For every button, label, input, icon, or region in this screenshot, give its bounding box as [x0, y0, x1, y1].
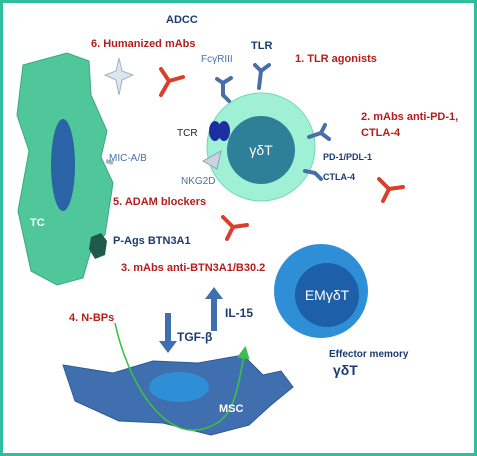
- tumor-nucleus: [51, 119, 75, 211]
- mabs-pd1-label: 2. mAbs anti-PD-1,: [361, 111, 458, 123]
- il15-arrow-icon: [205, 287, 223, 331]
- pags-btn3a1-label: P-Ags BTN3A1: [113, 235, 191, 247]
- humanized-mab-icon: [159, 67, 185, 97]
- diagram-canvas: γδT EMγδT ADCC 6. Hum: [16, 14, 458, 436]
- em-gdt-label: EMγδT: [305, 287, 350, 303]
- effector-memory-label: Effector memory: [329, 349, 409, 360]
- tcr-icon: [209, 121, 221, 141]
- adcc-label: ADCC: [166, 14, 198, 26]
- nbps-label: 4. N-BPs: [69, 312, 114, 324]
- btn3a1-complex-icon: [89, 233, 107, 259]
- tlr-label: TLR: [251, 40, 272, 52]
- msc-label: MSC: [219, 403, 244, 415]
- mabs-btn3a1-label: 3. mAbs anti-BTN3A1/B30.2: [121, 262, 265, 274]
- fcgriii-receptor-icon: [215, 76, 233, 103]
- ctla4-receptor-icon: [303, 169, 323, 181]
- msc-cell: [62, 354, 294, 436]
- tlr-agonists-label: 1. TLR agonists: [295, 53, 377, 65]
- tcr-label: TCR: [177, 128, 198, 139]
- gdt-cell: γδT: [206, 92, 316, 202]
- mic-ab-label: MIC-A/B: [109, 153, 147, 164]
- msc-nucleus: [149, 372, 209, 402]
- em-gdt-cell: EMγδT: [274, 244, 368, 338]
- tlr-receptor-icon: [253, 63, 271, 90]
- mic-star-icon: [103, 57, 135, 96]
- mabs-ctla4-label: CTLA-4: [361, 127, 401, 139]
- il15-label: IL-15: [225, 306, 253, 320]
- nbps-curved-arrow: [114, 322, 250, 431]
- pd1-pdl1-label: PD-1/PDL-1: [323, 152, 372, 162]
- nkg2d-label: NKG2D: [181, 176, 215, 187]
- tgfb-arrow-icon: [159, 313, 177, 353]
- adam-blockers-label: 5. ADAM blockers: [113, 196, 206, 208]
- ctla4-label: CTLA-4: [323, 172, 355, 182]
- humanized-mabs-label: 6. Humanized mAbs: [91, 38, 196, 50]
- nkg2d-icon: [201, 150, 222, 170]
- adam-blocker-mab-icon: [221, 215, 249, 241]
- anti-pd1-mab-icon: [377, 177, 405, 203]
- effector-memory-gdt-label: γδT: [333, 362, 358, 378]
- tcr-icon-2: [218, 121, 230, 141]
- mic-ligand-icon: [105, 159, 114, 165]
- fcgriii-label: FcγRIII: [201, 54, 233, 65]
- tgfb-label: TGF-β: [177, 330, 212, 344]
- pd1-receptor-icon: [307, 123, 331, 141]
- gdt-label: γδT: [249, 142, 273, 158]
- tc-label: TC: [30, 217, 45, 229]
